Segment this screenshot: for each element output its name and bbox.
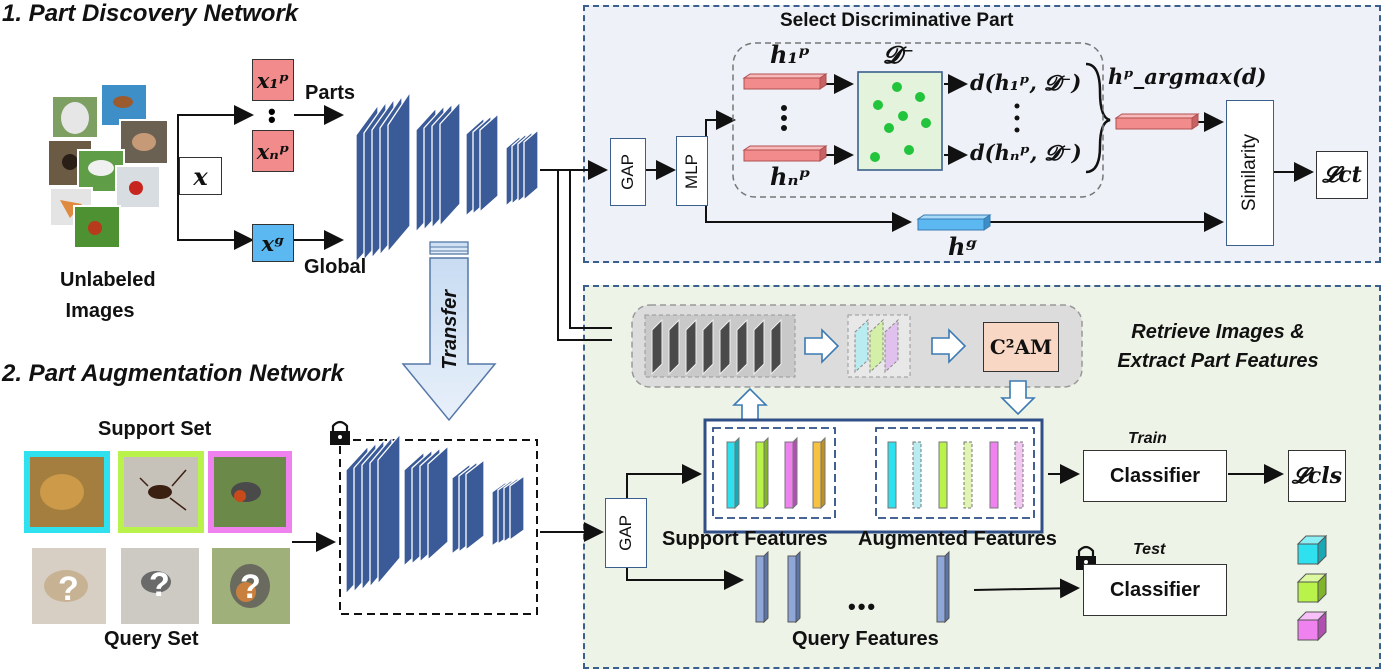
hollow-arrow-1 <box>804 328 840 364</box>
part-xn-box: xₙᵖ <box>252 130 294 172</box>
classifier-train-box: Classifier <box>1083 450 1227 502</box>
support-set-label: Support Set <box>98 418 212 440</box>
transfer-arrow <box>401 241 497 422</box>
question-mark-icon: ? <box>58 570 79 608</box>
distance-n-label: d(hₙᵖ, 𝓓⁻) <box>970 140 1082 165</box>
mlp-box: MLP <box>676 136 708 206</box>
c2am-box: C²AM <box>983 322 1059 372</box>
retrieve-label: Retrieve Images & Extract Part Features <box>1117 321 1319 372</box>
gap-top-box: GAP <box>610 138 646 206</box>
select-part-title: Select Discriminative Part <box>780 10 1014 31</box>
query-feature-bars <box>755 550 950 624</box>
part-discovery-backbone <box>355 89 539 264</box>
part-dots: •• <box>268 99 276 132</box>
h1p-label: h₁ᵖ <box>770 40 810 69</box>
question-mark-icon: ? <box>240 568 261 606</box>
train-label: Train <box>1128 430 1167 447</box>
unlabeled-images-label: Unlabeled Images <box>60 269 156 322</box>
query-ellipsis: ••• <box>848 594 878 619</box>
augmented-features-label: Augmented Features <box>858 528 1057 550</box>
transfer-label: Transfer <box>438 290 461 370</box>
augmented-feature-bars <box>887 441 1024 509</box>
support-features-label: Support Features <box>662 528 828 550</box>
part-augmentation-title: 2. Part Augmentation Network <box>2 360 344 387</box>
query-set-label: Query Set <box>104 628 199 650</box>
part-augmentation-backbone <box>345 432 525 596</box>
part-x1-box: x₁ᵖ <box>252 59 294 101</box>
part-discovery-title: 1. Part Discovery Network <box>2 0 299 27</box>
hargmax-label: hᵖ_argmax(d) <box>1108 64 1267 89</box>
query-features-label: Query Features <box>792 628 939 650</box>
support-set-images <box>24 451 292 533</box>
query-set-images <box>32 548 290 624</box>
negative-set-box <box>857 71 943 171</box>
question-mark-icon: ? <box>149 566 170 604</box>
global-xg-box: xᵍ <box>252 224 294 262</box>
augmented-maps <box>854 318 899 374</box>
hnp-label: hₙᵖ <box>770 162 811 191</box>
support-feature-bars <box>726 436 826 510</box>
dminus-label: 𝓓⁻ <box>883 40 915 69</box>
gap-bottom-box: GAP <box>605 498 647 568</box>
prediction-cubes <box>1296 534 1328 642</box>
hollow-arrow-2 <box>931 328 967 364</box>
classifier-test-box: Classifier <box>1083 564 1227 616</box>
retrieve-feature-maps <box>651 318 782 376</box>
hg-label: hᵍ <box>948 232 978 261</box>
distance-1-label: d(h₁ᵖ, 𝓓⁻) <box>970 70 1082 95</box>
lock-icon <box>330 420 350 445</box>
loss-cls-box: 𝓛cls <box>1288 450 1346 502</box>
similarity-box: Similarity <box>1226 100 1274 246</box>
parts-label: Parts <box>305 82 356 104</box>
unlabeled-image-collage <box>47 83 169 249</box>
loss-ct-box: 𝓛ct <box>1316 151 1368 199</box>
input-x-box: x <box>179 157 222 195</box>
test-label: Test <box>1133 541 1166 558</box>
global-label: Global <box>304 256 367 278</box>
part-feature-bars <box>742 73 1200 231</box>
